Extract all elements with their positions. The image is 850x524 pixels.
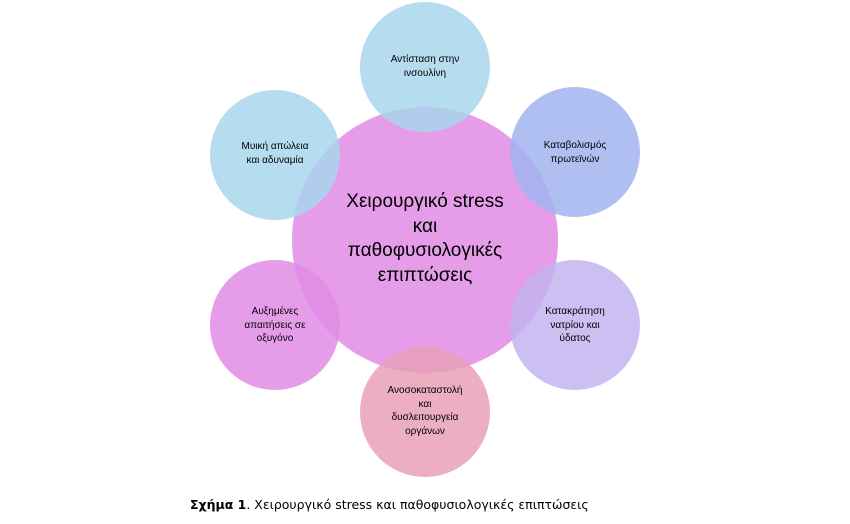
- figure-caption: Σχήμα 1. Χειρουργικό stress και παθοφυσι…: [190, 497, 589, 512]
- center-circle: [292, 107, 558, 373]
- node-circle-lower-right: [510, 260, 640, 390]
- node-circle-lower-left: [210, 260, 340, 390]
- node-circle-top: [360, 2, 490, 132]
- caption-text: . Χειρουργικό stress και παθοφυσιολογικέ…: [246, 497, 589, 512]
- stress-diagram: Χειρουργικό stress και παθοφυσιολογικές …: [210, 2, 640, 477]
- node-circle-bottom: [360, 347, 490, 477]
- diagram-canvas: [210, 2, 640, 477]
- node-circle-upper-right: [510, 87, 640, 217]
- caption-label: Σχήμα 1: [190, 497, 247, 512]
- node-circle-upper-left: [210, 90, 340, 220]
